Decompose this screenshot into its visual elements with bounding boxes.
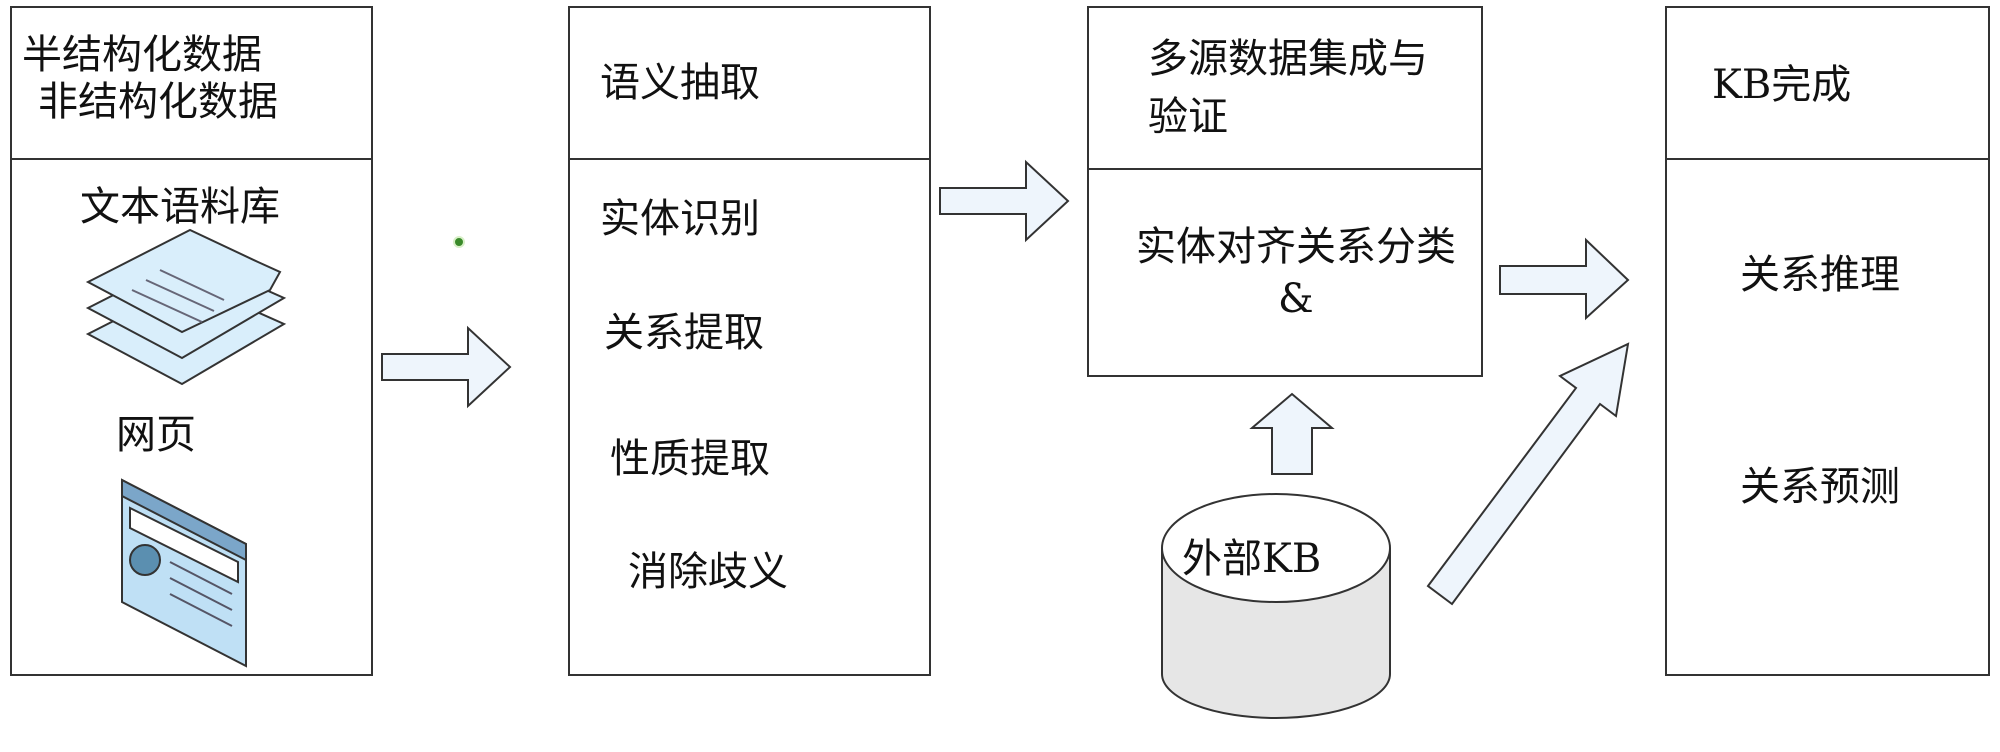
relation-inference-item: 关系推理	[1740, 252, 1900, 298]
ampersand-label: &	[1278, 276, 1314, 322]
arrow-external-kb-to-completion	[1426, 342, 1630, 606]
entity-recognition-item: 实体识别	[600, 196, 760, 242]
arrow-external-kb-up	[1249, 392, 1335, 475]
unstructured-data-label: 非结构化数据	[38, 79, 278, 125]
text-corpus-label: 文本语料库	[80, 184, 280, 230]
web-page-icon	[121, 478, 247, 668]
integration-title-line2: 验证	[1148, 94, 1228, 140]
kb-completion-divider	[1667, 158, 1988, 160]
integration-box	[1087, 6, 1483, 377]
arrow-integration-to-completion	[1499, 237, 1630, 321]
property-extraction-item: 性质提取	[610, 436, 770, 482]
web-page-label: 网页	[116, 412, 196, 458]
arrow-sources-to-extraction	[381, 325, 512, 409]
kb-completion-box	[1665, 6, 1990, 676]
external-kb-label: 外部KB	[1182, 536, 1322, 582]
relation-extraction-item: 关系提取	[604, 310, 764, 356]
integration-title-line1: 多源数据集成与	[1148, 36, 1428, 82]
semantic-extraction-title: 语义抽取	[600, 60, 760, 106]
entity-alignment-label: 实体对齐关系分类	[1136, 224, 1456, 270]
arrow-extraction-to-integration	[939, 159, 1070, 243]
semantic-extraction-box	[568, 6, 931, 676]
external-kb-cylinder	[1161, 493, 1391, 719]
decorative-dot	[453, 236, 465, 248]
source-box-divider	[12, 158, 371, 160]
semantic-extraction-divider	[570, 158, 929, 160]
semi-structured-data-label: 半结构化数据	[22, 32, 262, 78]
relation-prediction-item: 关系预测	[1740, 464, 1900, 510]
document-stack-icon	[85, 228, 287, 386]
integration-box-divider	[1089, 168, 1481, 170]
disambiguation-item: 消除歧义	[628, 549, 788, 595]
kb-completion-title: KB完成	[1712, 62, 1852, 108]
